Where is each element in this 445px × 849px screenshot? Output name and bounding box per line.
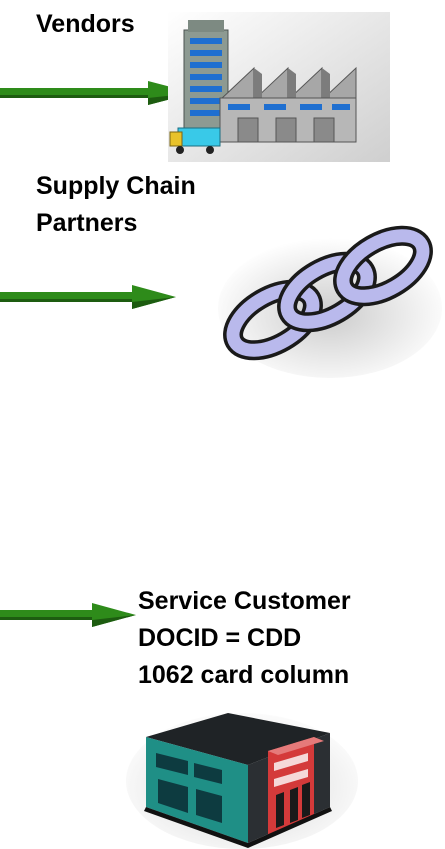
building-icon (126, 713, 358, 849)
supply-chain-label-line2: Partners (36, 209, 138, 237)
supply-chain-arrow-icon (0, 285, 176, 309)
factory-icon (168, 12, 390, 162)
service-customer-arrow-icon (0, 603, 136, 627)
chain-link-icon (218, 225, 442, 378)
service-customer-line2: DOCID = CDD (138, 624, 302, 652)
service-customer-line3: 1062 card column (138, 661, 350, 689)
supply-chain-label: Supply Chain Partners (36, 168, 196, 242)
vendors-label: Vendors (36, 6, 135, 43)
service-customer-line1: Service Customer (138, 587, 351, 615)
vendors-label-text: Vendors (36, 10, 135, 38)
service-customer-label: Service Customer DOCID = CDD 1062 card c… (138, 583, 351, 694)
supply-chain-label-line1: Supply Chain (36, 172, 196, 200)
